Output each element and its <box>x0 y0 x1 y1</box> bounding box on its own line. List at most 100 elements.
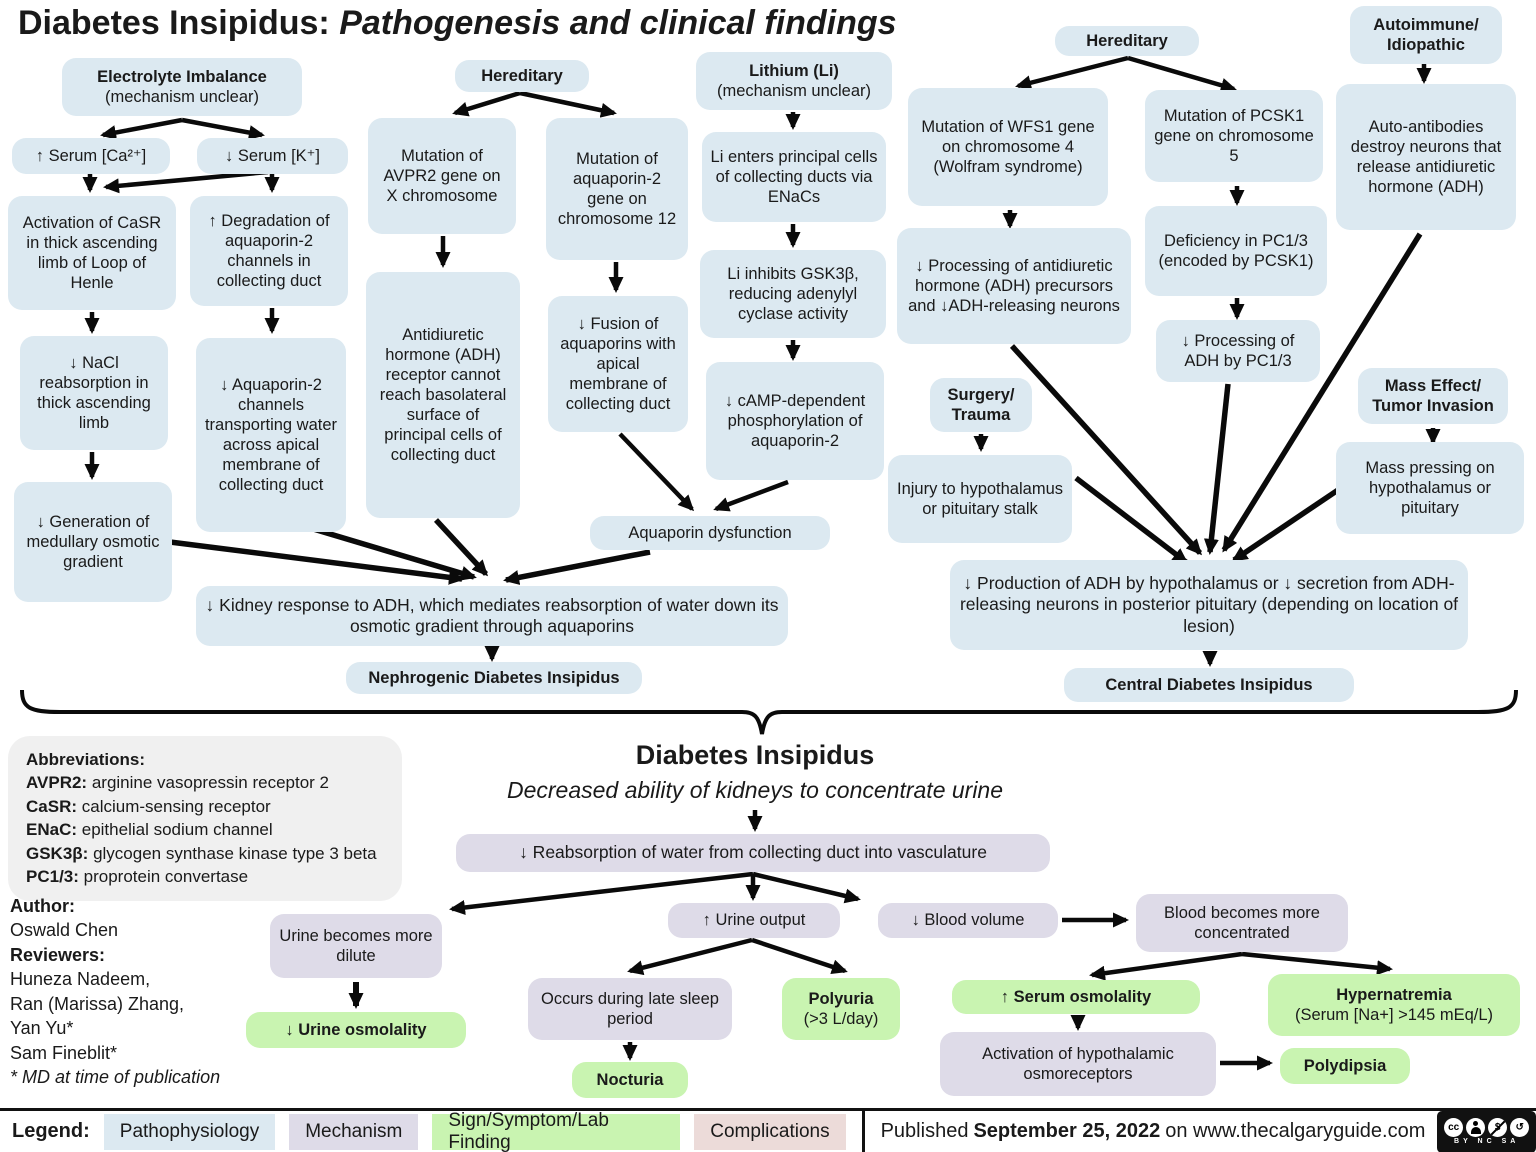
reviewers-label: Reviewers: <box>10 944 106 965</box>
published-site: on www.thecalgaryguide.com <box>1165 1120 1426 1142</box>
node-adh-precursor-processing: ↓ Processing of antidiuretic hormone (AD… <box>897 228 1131 344</box>
nc-noncommercial-icon: $ <box>1488 1118 1508 1137</box>
lithium-sub: (mechanism unclear) <box>716 82 872 100</box>
reviewer-name: Yan Yu* <box>10 1018 74 1039</box>
lithium-title: Lithium (Li) <box>749 61 839 80</box>
node-aquaporin-dysfunction: Aquaporin dysfunction <box>590 516 830 550</box>
node-electrolyte-imbalance: Electrolyte Imbalance (mechanism unclear… <box>62 58 302 116</box>
abbreviations-title: Abbreviations: <box>26 750 146 769</box>
cc-icon: cc <box>1444 1118 1464 1137</box>
header-mass-effect: Mass Effect/ Tumor Invasion <box>1358 368 1508 424</box>
polyuria-detail: (>3 L/day) <box>803 1010 879 1028</box>
node-avpr2-mutation: Mutation of AVPR2 gene on X chromosome <box>368 118 516 234</box>
node-mass-pressing: Mass pressing on hypothalamus or pituita… <box>1336 442 1524 534</box>
hypernatremia-detail: (Serum [Na+] >145 mEq/L) <box>1294 1006 1494 1024</box>
node-adh-receptor: Antidiuretic hormone (ADH) receptor cann… <box>366 272 520 518</box>
reviewer-name: Sam Fineblit* <box>10 1042 118 1063</box>
md-footnote: * MD at time of publication <box>10 1067 221 1088</box>
header-autoimmune-idiopathic: Autoimmune/ Idiopathic <box>1350 6 1502 64</box>
node-water-reabsorption: ↓ Reabsorption of water from collecting … <box>456 834 1050 872</box>
node-blood-volume: ↓ Blood volume <box>878 903 1058 938</box>
node-serum-potassium: ↓ Serum [K⁺] <box>197 138 348 174</box>
legend-mechanism: Mechanism <box>289 1113 419 1150</box>
header-surgery-trauma: Surgery/ Trauma <box>930 378 1032 432</box>
node-medullary-gradient: ↓ Generation of medullary osmotic gradie… <box>14 482 172 602</box>
node-autoantibodies: Auto-antibodies destroy neurons that rel… <box>1336 84 1516 230</box>
node-aquaporin-fusion: ↓ Fusion of aquaporins with apical membr… <box>548 296 688 432</box>
node-blood-concentrated: Blood becomes more concentrated <box>1136 894 1348 952</box>
node-adh-production: ↓ Production of ADH by hypothalamus or ↓… <box>950 560 1468 650</box>
node-polydipsia: Polydipsia <box>1280 1048 1410 1084</box>
published-date: September 25, 2022 <box>973 1120 1161 1142</box>
abbreviation-item: CaSR: calcium-sensing receptor <box>26 796 271 816</box>
node-serum-calcium: ↑ Serum [Ca²⁺] <box>12 138 170 174</box>
published-prefix: Published <box>880 1120 969 1142</box>
node-lithium: Lithium (Li) (mechanism unclear) <box>696 52 892 110</box>
node-camp-phosphorylation: ↓ cAMP-dependent phosphorylation of aqua… <box>706 362 884 480</box>
legend-bar: Legend: Pathophysiology Mechanism Sign/S… <box>0 1108 1536 1152</box>
legend-sign-symptom: Sign/Symptom/Lab Finding <box>432 1110 681 1152</box>
abbreviation-item: PC1/3: proprotein convertase <box>26 867 249 887</box>
sa-sharealike-icon: ↺ <box>1510 1118 1530 1137</box>
node-pc13-deficiency: Deficiency in PC1/3 (encoded by PCSK1) <box>1145 206 1327 296</box>
credits-block: Author: Oswald Chen Reviewers: Huneza Na… <box>10 894 220 1090</box>
electrolyte-imbalance-sub: (mechanism unclear) <box>104 88 260 106</box>
node-kidney-response: ↓ Kidney response to ADH, which mediates… <box>196 586 788 646</box>
diabetes-insipidus-subtitle: Decreased ability of kidneys to concentr… <box>506 777 1004 803</box>
autoimmune-line2: Idiopathic <box>1387 36 1465 54</box>
autoimmune-line1: Autoimmune/ <box>1373 15 1479 34</box>
cc-license-terms: BY NC SA <box>1454 1138 1520 1145</box>
node-urine-dilute: Urine becomes more dilute <box>270 914 442 978</box>
node-central-diabetes-insipidus: Central Diabetes Insipidus <box>1064 668 1354 702</box>
legend-complications: Complications <box>694 1113 846 1150</box>
published-line: Published September 25, 2022 on www.thec… <box>861 1111 1426 1152</box>
abbreviation-item: ENaC: epithelial sodium channel <box>26 820 273 840</box>
author-name: Oswald Chen <box>10 920 119 941</box>
node-wfs1-mutation: Mutation of WFS1 gene on chromosome 4 (W… <box>908 88 1108 206</box>
page-title: Diabetes Insipidus: Pathogenesis and cli… <box>18 4 897 43</box>
mass-effect-line1: Mass Effect/ <box>1384 376 1482 395</box>
node-late-sleep: Occurs during late sleep period <box>528 978 732 1040</box>
electrolyte-imbalance-title: Electrolyte Imbalance <box>97 67 267 86</box>
reviewer-name: Huneza Nadeem, <box>10 969 151 990</box>
node-injury-hypothalamus: Injury to hypothalamus or pituitary stal… <box>888 455 1072 543</box>
legend-label: Legend: <box>12 1120 90 1142</box>
node-serum-osmolality: ↑ Serum osmolality <box>952 980 1200 1014</box>
node-nacl-reabsorption: ↓ NaCl reabsorption in thick ascending l… <box>20 336 168 450</box>
header-hereditary-central: Hereditary <box>1055 26 1199 56</box>
diabetes-insipidus-title: Diabetes Insipidus <box>635 740 875 770</box>
node-polyuria: Polyuria (>3 L/day) <box>782 978 900 1040</box>
surgery-line1: Surgery/ <box>947 385 1015 404</box>
reviewer-name: Ran (Marissa) Zhang, <box>10 993 185 1014</box>
cc-icon-row: cc $ ↺ <box>1444 1118 1530 1137</box>
node-aquaporin2-channels: ↓ Aquaporin-2 channels transporting wate… <box>196 338 346 532</box>
brace <box>20 689 1518 735</box>
cc-license-badge: cc $ ↺ BY NC SA <box>1437 1110 1536 1152</box>
hypernatremia-title: Hypernatremia <box>1336 985 1452 1004</box>
node-casr-activation: Activation of CaSR in thick ascending li… <box>8 196 176 310</box>
surgery-line2: Trauma <box>951 406 1011 424</box>
page-title-bold: Diabetes Insipidus: <box>18 4 330 42</box>
abbreviation-item: AVPR2: arginine vasopressin receptor 2 <box>26 773 330 793</box>
node-urine-osmolality: ↓ Urine osmolality <box>246 1012 466 1048</box>
mass-effect-line2: Tumor Invasion <box>1372 397 1494 415</box>
by-attribution-icon <box>1466 1118 1486 1137</box>
node-pcsk1-mutation: Mutation of PCSK1 gene on chromosome 5 <box>1145 90 1323 182</box>
legend-pathophysiology: Pathophysiology <box>103 1113 276 1150</box>
node-gsk3b-inhibition: Li inhibits GSK3β, reducing adenylyl cyc… <box>700 250 886 338</box>
node-nocturia: Nocturia <box>572 1062 688 1098</box>
header-hereditary-nephrogenic: Hereditary <box>455 60 589 92</box>
abbreviations-box: Abbreviations: AVPR2: arginine vasopress… <box>8 736 402 901</box>
node-hypernatremia: Hypernatremia (Serum [Na+] >145 mEq/L) <box>1268 974 1520 1036</box>
node-urine-output: ↑ Urine output <box>668 903 840 938</box>
author-label: Author: <box>10 896 75 916</box>
node-li-enters: Li enters principal cells of collecting … <box>702 132 886 222</box>
node-aquaporin-degradation: ↑ Degradation of aquaporin-2 channels in… <box>190 196 348 306</box>
abbreviation-item: GSK3β: glycogen synthase kinase type 3 b… <box>26 843 377 863</box>
node-nephrogenic-diabetes-insipidus: Nephrogenic Diabetes Insipidus <box>346 662 642 694</box>
polyuria-title: Polyuria <box>808 989 874 1008</box>
node-adh-processing-pc13: ↓ Processing of ADH by PC1/3 <box>1156 320 1320 382</box>
node-osmoreceptors: Activation of hypothalamic osmoreceptors <box>940 1032 1216 1096</box>
